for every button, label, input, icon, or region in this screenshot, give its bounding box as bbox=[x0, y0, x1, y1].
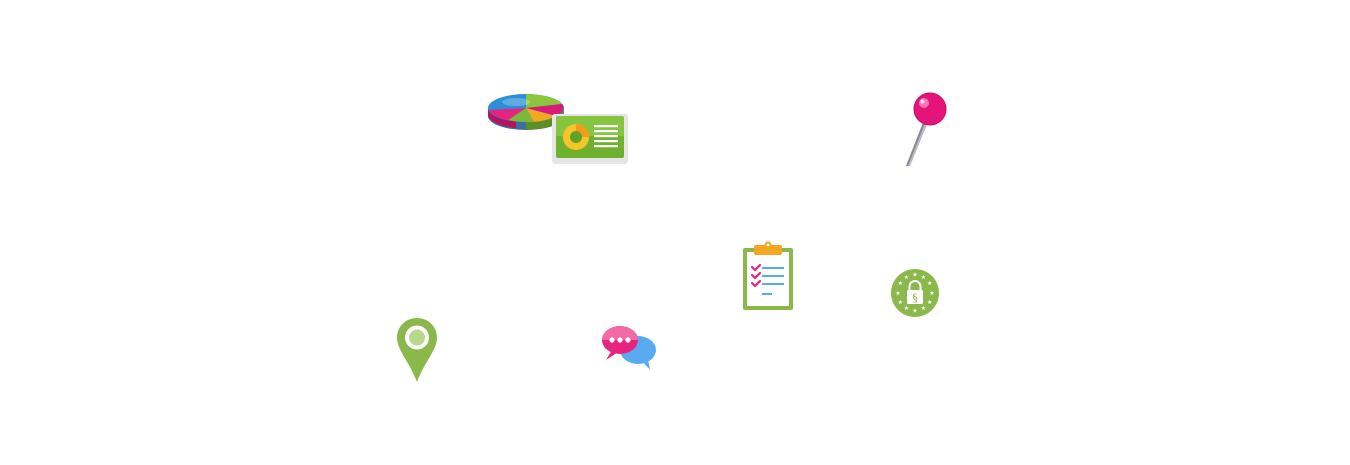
paragraph-symbol: § bbox=[912, 292, 918, 305]
pie-chart-report-icon bbox=[486, 88, 630, 166]
svg-text:★: ★ bbox=[904, 305, 909, 312]
svg-text:★: ★ bbox=[904, 274, 909, 281]
svg-text:★: ★ bbox=[921, 274, 926, 281]
svg-text:★: ★ bbox=[927, 280, 932, 287]
chat-bubbles-icon bbox=[600, 323, 660, 373]
svg-text:★: ★ bbox=[898, 280, 903, 287]
location-pin-icon bbox=[395, 316, 439, 384]
svg-text:★: ★ bbox=[927, 299, 932, 306]
svg-text:★: ★ bbox=[912, 272, 917, 279]
svg-text:★: ★ bbox=[898, 299, 903, 306]
svg-text:★: ★ bbox=[929, 290, 934, 297]
eu-privacy-seal-icon: ★ ★ ★ ★ ★ ★ ★ ★ ★ ★ ★ ★ § bbox=[889, 267, 941, 319]
svg-text:★: ★ bbox=[895, 290, 900, 297]
svg-text:★: ★ bbox=[912, 308, 917, 315]
svg-text:★: ★ bbox=[921, 305, 926, 312]
pushpin-icon bbox=[902, 92, 950, 168]
checklist-clipboard-icon bbox=[740, 240, 796, 312]
